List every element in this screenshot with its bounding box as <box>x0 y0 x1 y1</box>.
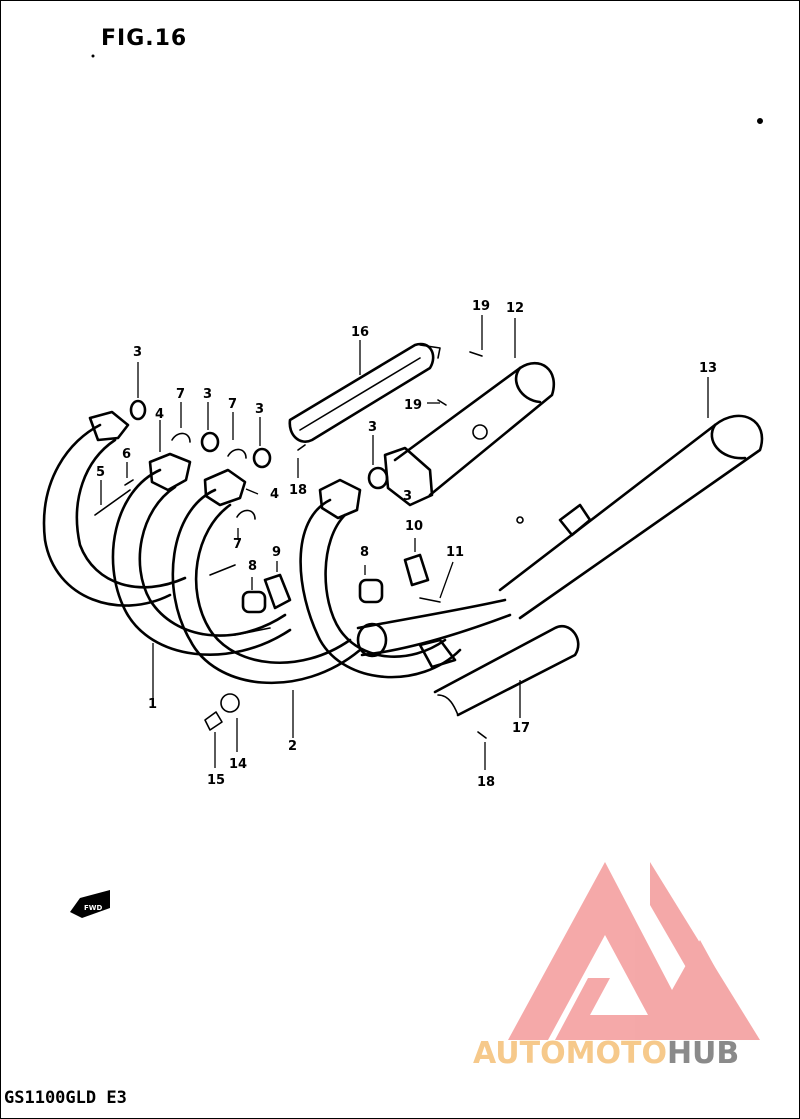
callout-labels: 1 2 3 3 3 3 3 4 4 5 6 7 7 7 8 8 9 10 11 … <box>96 299 717 790</box>
callout-9: 9 <box>272 545 281 560</box>
callout-11: 11 <box>446 545 464 560</box>
callout-8: 8 <box>360 545 369 560</box>
callout-15: 15 <box>207 773 225 788</box>
callout-8: 8 <box>248 559 257 574</box>
callout-7: 7 <box>228 397 237 412</box>
watermark-text: AUTOMOTOHUB <box>473 1036 739 1071</box>
callout-10: 10 <box>405 519 423 534</box>
callout-3: 3 <box>255 402 264 417</box>
callout-4: 4 <box>270 487 279 502</box>
callout-19: 19 <box>404 398 422 413</box>
muffler-12 <box>383 361 555 507</box>
heat-shield-17 <box>433 624 580 717</box>
callout-3: 3 <box>203 387 212 402</box>
watermark-hub: HUB <box>666 1036 740 1071</box>
callout-13: 13 <box>699 361 717 376</box>
callout-5: 5 <box>96 465 105 480</box>
callout-1: 1 <box>148 697 157 712</box>
exhaust-pipe-3-4 <box>299 478 512 679</box>
callout-17: 17 <box>512 721 530 736</box>
callout-4: 4 <box>155 407 164 422</box>
figure-title: FIG.16 <box>101 26 188 51</box>
leader-lines <box>100 315 709 770</box>
callout-12: 12 <box>506 301 524 316</box>
watermark-logo-icon <box>508 862 760 1040</box>
callout-16: 16 <box>351 325 369 340</box>
callout-14: 14 <box>229 757 247 772</box>
forward-arrow-icon: FWD <box>70 890 110 918</box>
callout-7: 7 <box>233 537 242 552</box>
forward-label: FWD <box>84 904 103 912</box>
callout-3: 3 <box>368 420 377 435</box>
watermark-moto: MOTO <box>565 1036 667 1071</box>
callout-19: 19 <box>472 299 490 314</box>
callout-6: 6 <box>122 447 131 462</box>
callout-18: 18 <box>289 483 307 498</box>
callout-2: 2 <box>288 739 297 754</box>
speck-mark <box>757 118 763 124</box>
gaskets-and-clamps <box>94 351 487 739</box>
heat-shield-16 <box>288 342 441 443</box>
callout-7: 7 <box>176 387 185 402</box>
muffler-13 <box>498 414 764 620</box>
callout-3: 3 <box>133 345 142 360</box>
watermark-auto: AUTO <box>473 1036 566 1071</box>
callout-3: 3 <box>403 489 412 504</box>
speck-mark <box>91 54 95 58</box>
callout-18: 18 <box>477 775 495 790</box>
model-code: GS1100GLD E3 <box>4 1088 127 1108</box>
